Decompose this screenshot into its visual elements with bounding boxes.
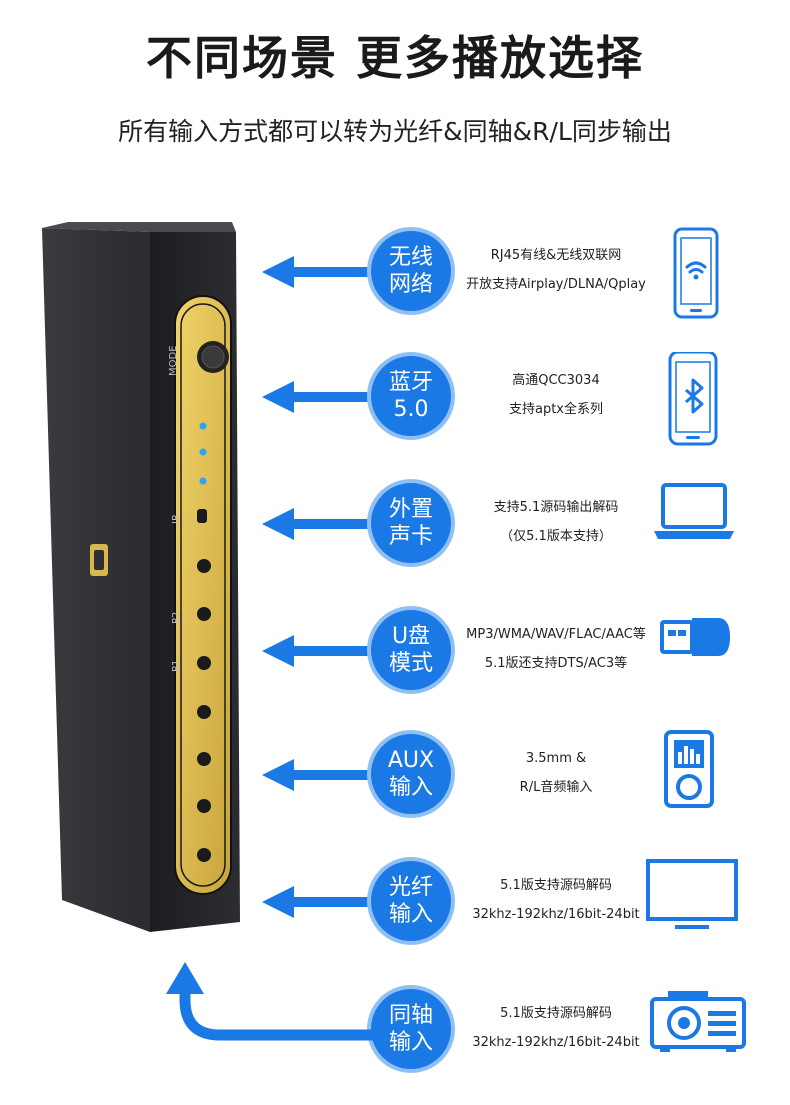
input-desc-line2: R/L音频输入	[519, 780, 593, 795]
mp3-player-icon	[640, 730, 750, 830]
input-type-line1: 无线	[388, 245, 433, 270]
input-type-line2: 网络	[388, 272, 433, 297]
input-desc-line2: 32khz-192khz/16bit-24bit	[472, 907, 640, 922]
laptop-icon	[640, 479, 750, 579]
page-title: 不同场景 更多播放选择	[145, 31, 644, 85]
input-desc-line1: 5.1版支持源码解码	[500, 878, 612, 893]
input-type-badge: 无线 网络	[367, 227, 455, 315]
input-desc-line2: 开放支持Airplay/DLNA/Qplay	[466, 277, 646, 292]
input-description: 支持5.1源码输出解码 （仅5.1版本支持）	[446, 493, 666, 551]
input-type-line1: U盘	[391, 624, 431, 649]
input-row: 外置 声卡 支持5.1源码输出解码 （仅5.1版本支持）	[0, 479, 790, 589]
input-type-line1: 同轴	[388, 1003, 433, 1028]
input-type-line1: AUX	[387, 748, 435, 773]
decoder-device: MODE IR P2 P1	[42, 222, 240, 932]
left-arrow-icon	[262, 508, 382, 540]
input-type-badge: 同轴 输入	[367, 985, 455, 1073]
left-arrow-icon	[262, 256, 382, 288]
smartphone-wifi-icon	[640, 227, 750, 327]
input-description: RJ45有线&无线双联网 开放支持Airplay/DLNA/Qplay	[446, 241, 666, 299]
input-type-badge: U盘 模式	[367, 606, 455, 694]
input-row: U盘 模式 MP3/WMA/WAV/FLAC/AAC等 5.1版还支持DTS/A…	[0, 606, 790, 716]
mode-label: MODE	[168, 345, 179, 376]
input-type-badge: 外置 声卡	[367, 479, 455, 567]
input-desc-line2: 支持aptx全系列	[508, 402, 603, 417]
input-row: 无线 网络 RJ45有线&无线双联网 开放支持Airplay/DLNA/Qpla…	[0, 227, 790, 337]
input-description: 5.1版支持源码解码 32khz-192khz/16bit-24bit	[446, 871, 666, 929]
tv-monitor-icon	[640, 857, 750, 957]
input-description: MP3/WMA/WAV/FLAC/AAC等 5.1版还支持DTS/AC3等	[446, 620, 666, 678]
input-type-line2: 输入	[388, 1030, 433, 1055]
input-desc-line1: RJ45有线&无线双联网	[490, 248, 622, 263]
projector-icon	[640, 985, 750, 1085]
input-type-line2: 5.0	[393, 397, 429, 422]
input-description: 高通QCC3034 支持aptx全系列	[446, 366, 666, 424]
input-type-line1: 光纤	[388, 875, 433, 900]
input-desc-line1: 3.5mm &	[525, 751, 587, 766]
smartphone-bluetooth-icon	[640, 350, 750, 452]
input-row: 光纤 输入 5.1版支持源码解码 32khz-192khz/16bit-24bi…	[0, 857, 790, 967]
input-desc-line2: 5.1版还支持DTS/AC3等	[484, 656, 628, 671]
input-row: AUX 输入 3.5mm & R/L音频输入	[0, 730, 790, 840]
input-row: 同轴 输入 5.1版支持源码解码 32khz-192khz/16bit-24bi…	[0, 985, 790, 1095]
input-type-line2: 声卡	[388, 524, 433, 549]
left-arrow-icon	[262, 635, 382, 667]
page-subtitle: 所有输入方式都可以转为光纤&同轴&R/L同步输出	[118, 117, 672, 146]
input-type-badge: AUX 输入	[367, 730, 455, 818]
input-type-line2: 模式	[388, 651, 433, 676]
left-arrow-icon	[262, 381, 382, 413]
input-desc-line1: 高通QCC3034	[512, 373, 600, 388]
input-type-badge: 光纤 输入	[367, 857, 455, 945]
input-description: 5.1版支持源码解码 32khz-192khz/16bit-24bit	[446, 999, 666, 1057]
input-type-line2: 输入	[388, 775, 433, 800]
input-type-badge: 蓝牙 5.0	[367, 352, 455, 440]
usb-drive-icon	[640, 606, 750, 706]
input-type-line1: 蓝牙	[388, 370, 433, 395]
input-desc-line1: 支持5.1源码输出解码	[493, 500, 619, 515]
input-type-line2: 输入	[388, 902, 433, 927]
input-type-line1: 外置	[388, 497, 433, 522]
output-return-arrow	[166, 962, 390, 1041]
left-arrow-icon	[262, 886, 382, 918]
input-desc-line2: 32khz-192khz/16bit-24bit	[472, 1035, 640, 1050]
ir-label: IR	[171, 514, 182, 524]
left-arrow-icon	[262, 759, 382, 791]
input-row: 蓝牙 5.0 高通QCC3034 支持aptx全系列	[0, 350, 790, 462]
p2-label: P2	[171, 612, 182, 624]
input-desc-line1: 5.1版支持源码解码	[500, 1006, 612, 1021]
input-desc-line1: MP3/WMA/WAV/FLAC/AAC等	[466, 627, 646, 642]
input-description: 3.5mm & R/L音频输入	[446, 744, 666, 802]
p1-label: P1	[171, 660, 182, 672]
input-desc-line2: （仅5.1版本支持）	[500, 529, 612, 544]
